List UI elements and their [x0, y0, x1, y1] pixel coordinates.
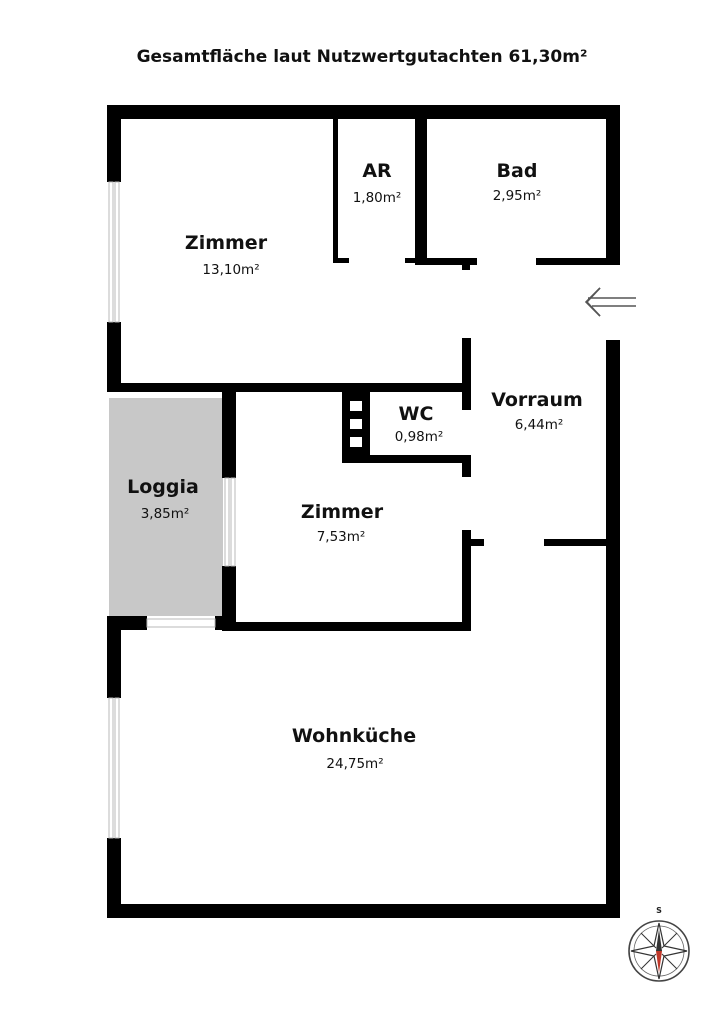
room-area: 24,75m² [326, 756, 383, 772]
room-bad: Bad 2,95m² [493, 160, 542, 204]
windows [108, 181, 236, 839]
entrance-arrow-icon [584, 287, 636, 317]
room-area: 2,95m² [493, 188, 542, 204]
plan-title: Gesamtfläche laut Nutzwertgutachten 61,3… [137, 47, 588, 67]
room-loggia: Loggia 3,85m² [127, 476, 199, 522]
walls [107, 105, 620, 918]
room-name: Loggia [127, 476, 199, 498]
room-name: WC [399, 403, 434, 425]
room-name: Bad [497, 160, 538, 182]
compass-icon: S [628, 906, 690, 982]
room-area: 13,10m² [202, 262, 259, 278]
wc-shaft [350, 401, 362, 447]
room-ar: AR 1,80m² [353, 160, 402, 206]
room-name: Wohnküche [292, 725, 416, 747]
room-name: Zimmer [185, 232, 268, 254]
room-wc: WC 0,98m² [395, 403, 444, 445]
room-wohnkueche: Wohnküche 24,75m² [292, 725, 416, 772]
room-area: 1,80m² [353, 190, 402, 206]
room-vorraum: Vorraum 6,44m² [491, 389, 583, 433]
room-area: 6,44m² [515, 417, 564, 433]
room-zimmer-2: Zimmer 7,53m² [301, 501, 384, 545]
room-name: Vorraum [491, 389, 583, 411]
compass-label: S [656, 906, 662, 915]
loggia-area [109, 398, 223, 616]
room-area: 3,85m² [141, 506, 190, 522]
room-name: Zimmer [301, 501, 384, 523]
room-area: 0,98m² [395, 429, 444, 445]
room-name: AR [362, 160, 392, 182]
room-zimmer-1: Zimmer 13,10m² [185, 232, 268, 278]
room-area: 7,53m² [317, 529, 366, 545]
